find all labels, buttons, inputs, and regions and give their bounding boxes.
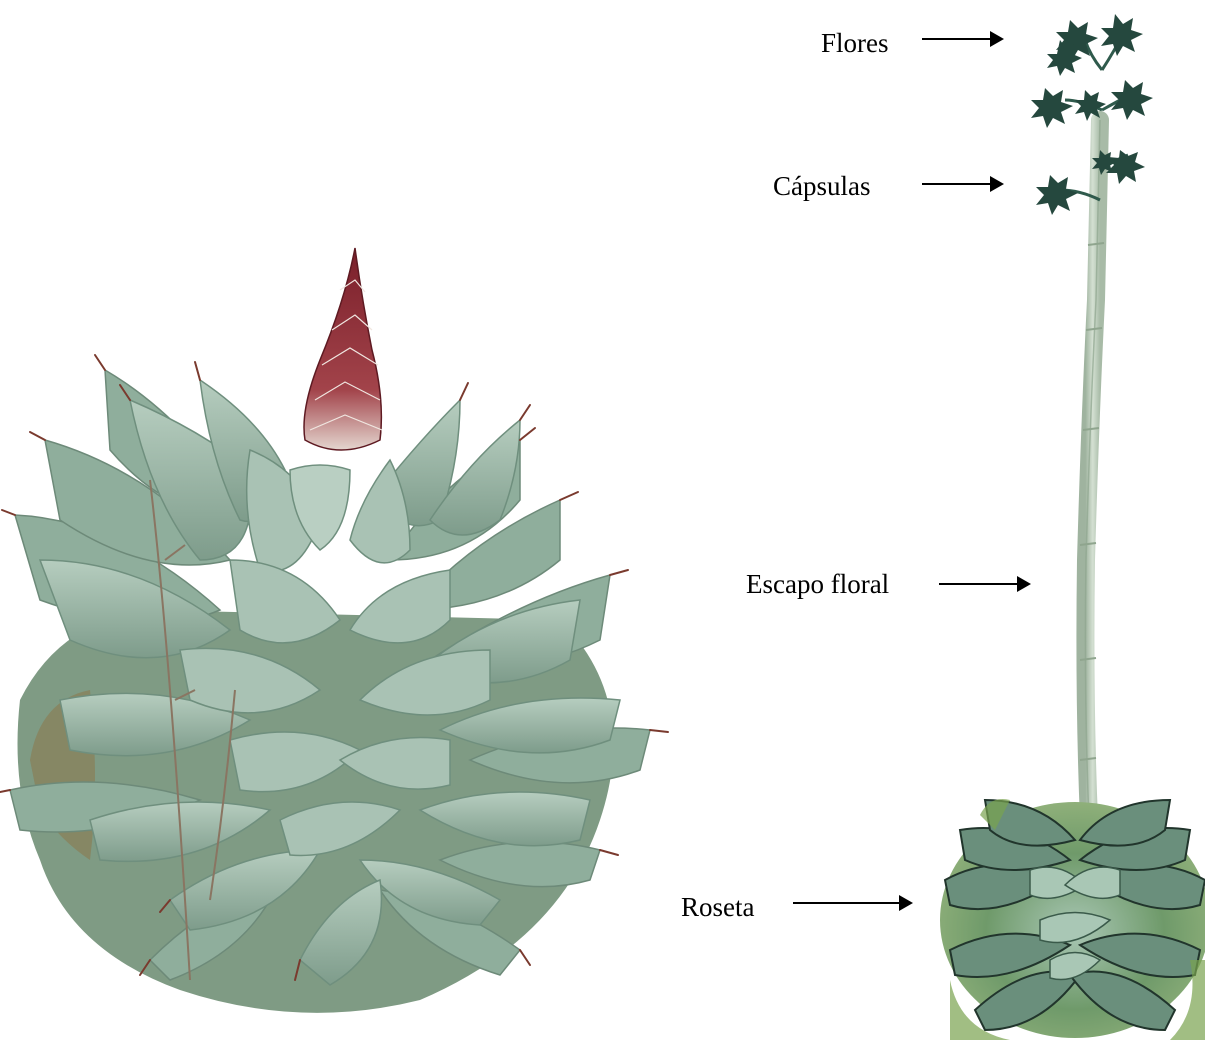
arrow-right-icon xyxy=(990,31,1004,47)
arrow-right-icon xyxy=(1017,576,1031,592)
arrow-right-icon xyxy=(990,176,1004,192)
label-roseta: Roseta xyxy=(681,894,755,921)
label-flores: Flores xyxy=(821,30,889,57)
arrow-flores xyxy=(922,31,1004,47)
arrow-escapo-floral xyxy=(939,576,1031,592)
arrow-roseta xyxy=(793,895,913,911)
arrow-capsulas xyxy=(922,176,1004,192)
right-flowering-agave xyxy=(940,14,1205,1040)
left-flower-bud xyxy=(304,248,382,450)
left-agave-rosette xyxy=(0,248,668,1013)
arrow-right-icon xyxy=(899,895,913,911)
label-escapo-floral: Escapo floral xyxy=(746,571,889,598)
label-capsulas: Cápsulas xyxy=(773,173,871,200)
